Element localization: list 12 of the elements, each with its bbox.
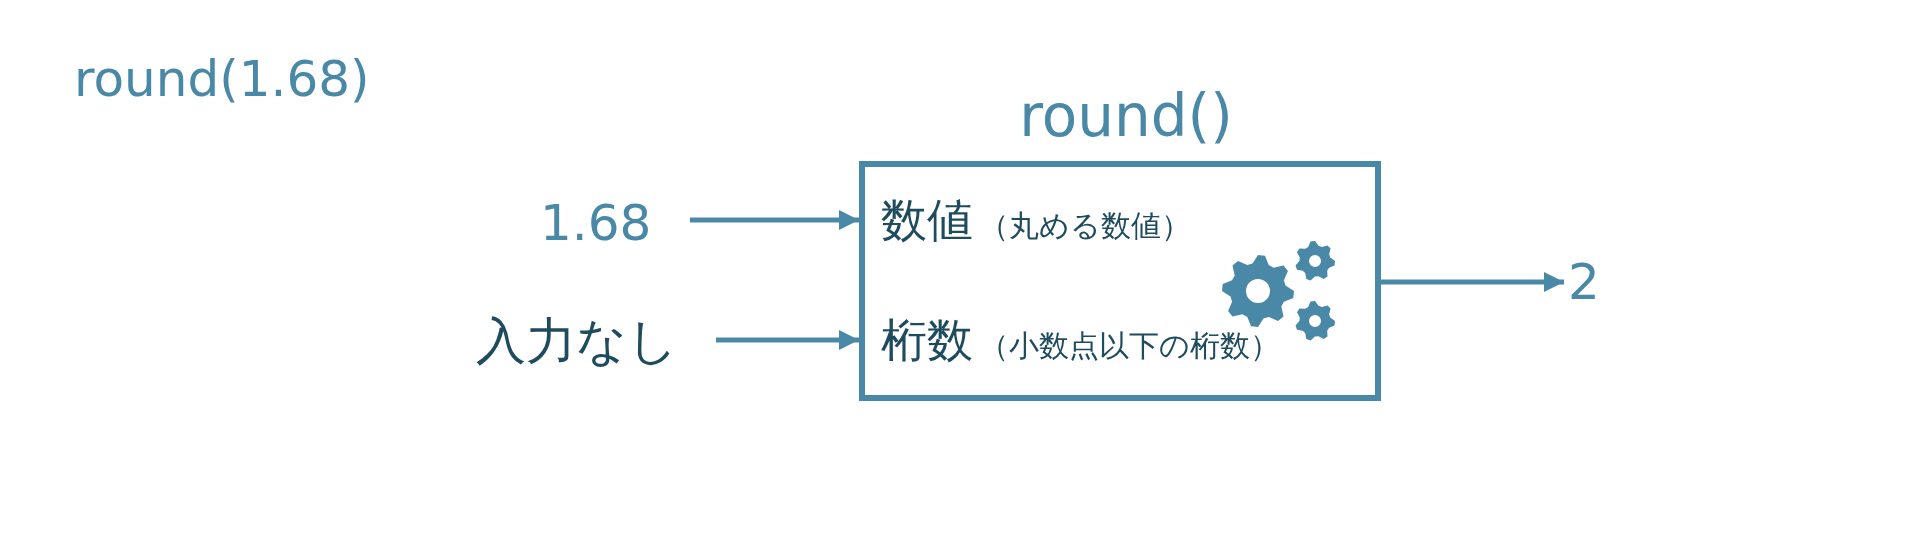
title: round(1.68): [74, 52, 370, 107]
arrow: [1381, 272, 1564, 292]
parameter-description: （丸める数値）: [979, 209, 1191, 242]
output-value: 2: [1568, 254, 1618, 310]
arrow: [716, 330, 859, 350]
parameter-name: 桁数: [881, 315, 973, 366]
arrow: [690, 210, 859, 230]
input-value: 1.68: [540, 195, 680, 251]
input-value: 入力なし: [476, 312, 706, 370]
function-name: round(): [1018, 85, 1234, 149]
parameter-description: （小数点以下の桁数）: [979, 329, 1280, 362]
parameter-name: 数値: [881, 195, 973, 246]
